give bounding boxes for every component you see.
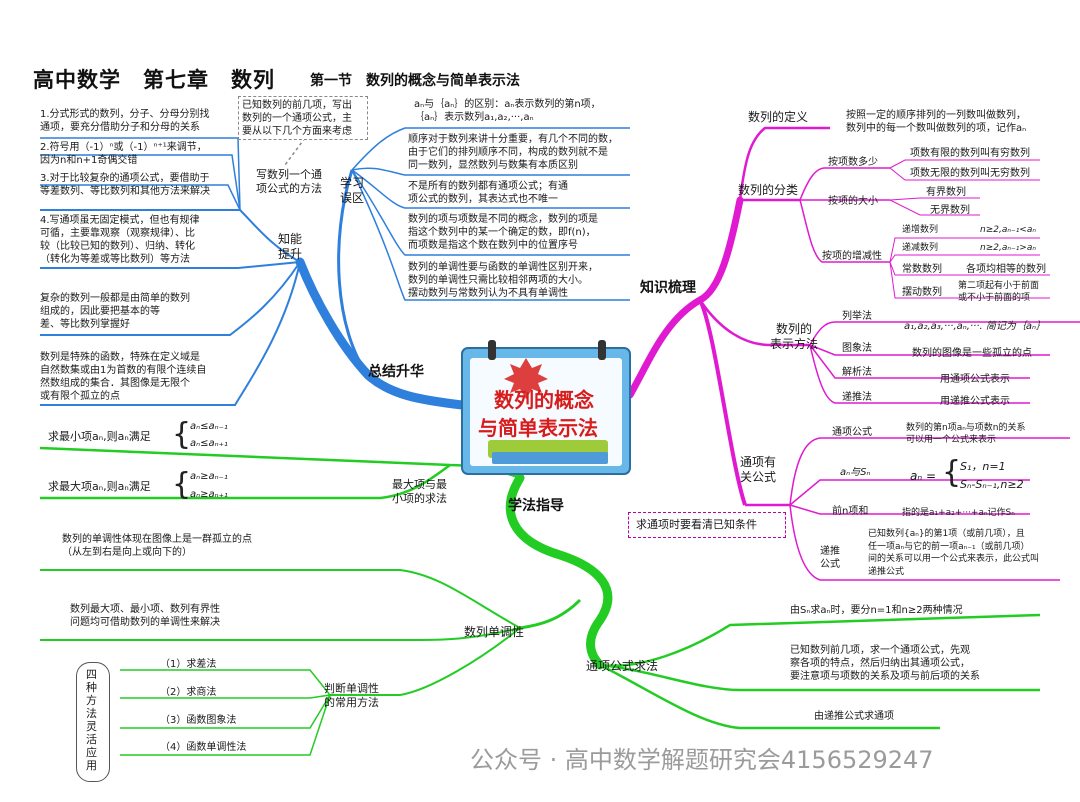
minmax-label: 最大项与最 小项的求法	[392, 478, 447, 505]
wuqu-item-2: 顺序对于数列来讲十分重要，有几个不同的数， 由于它们的排列顺序不同，构成的数列就…	[408, 134, 618, 171]
min-cond-2: aₙ≤aₙ₊₁	[190, 438, 228, 449]
max-cond-1: aₙ≥aₙ₋₁	[190, 471, 228, 482]
constant-desc: 各项均相等的数列	[966, 264, 1046, 275]
wuqu-item-4: 数列的项与项数是不同的概念，数列的项是 指这个数列中的某一个确定的数，即f(n)…	[408, 214, 598, 251]
constant-seq: 常数数列	[902, 264, 942, 275]
max-cond-2: aₙ≥aₙ₊₁	[190, 489, 228, 500]
unbounded-seq: 无界数列	[930, 205, 970, 216]
by-count-label: 按项数多少	[828, 157, 878, 168]
watermark: 公众号 · 高中数学解题研究会4156529247	[470, 746, 934, 774]
method-label: 写数列一个通 项公式的方法	[256, 168, 322, 195]
case2: Sₙ-Sₙ₋₁,n≥2	[960, 478, 1024, 491]
method-graph: （3）函数图象法	[160, 715, 237, 726]
rec-method: 递推 公式	[820, 546, 840, 570]
oscillating-seq: 摆动数列	[902, 287, 942, 298]
sum-desc: 指的是a₁+a₂+···+aₙ记作Sₙ	[902, 508, 1015, 518]
four-methods-text: 四种方法灵活应用	[86, 668, 97, 772]
note-text: 求通项时要看清已知条件	[636, 518, 757, 531]
branch-zongjie: 总结升华	[368, 364, 424, 380]
branch-xuexi: 学习 误区	[340, 176, 365, 205]
method-item-1: 1.分式形式的数列，分子、分母分别找 通项，要充分借助分子和分母的关系	[40, 109, 210, 133]
complex-sequence-note: 复杂的数列一般都是由简单的数列 组成的，因此要把基本的等 差、等比数列掌握好	[40, 293, 190, 330]
list-method: 列举法	[842, 311, 872, 322]
analytic-method: 解析法	[842, 367, 872, 378]
gen-solve-1: 由Sₙ求aₙ时，要分n=1和n≥2两种情况	[790, 605, 963, 616]
method-quot: （2）求商法	[160, 687, 217, 698]
callout-box	[238, 96, 368, 140]
max-text: 求最大项aₙ,则aₙ满足	[48, 480, 151, 493]
piecewise-brace: {	[942, 455, 962, 490]
mono-note-2: 数列最大项、最小项、数列有界性 问题均可借助数列的单调性来解决	[70, 604, 220, 628]
sum-method: 前n项和	[832, 506, 869, 517]
rep-label: 数列的 表示方法	[770, 322, 819, 351]
green-trunk	[505, 473, 613, 670]
blue-trunk-upper	[337, 169, 370, 376]
center-topic-card: 数列的概念 与简单表示法	[458, 340, 634, 478]
by-size-label: 按项的大小	[828, 196, 878, 207]
method-diff: （1）求差法	[160, 659, 217, 670]
wuqu-item-1: aₙ与｛aₙ｝的区别：aₙ表示数列的第n项， ｛aₙ｝表示数列a₁,a₂,···…	[414, 99, 601, 123]
center-title-line2: 与简单表示法	[478, 416, 598, 440]
gen-solve-3: 由递推公式求通项	[814, 711, 894, 722]
branch-xuefa: 学法指导	[508, 498, 564, 514]
section-subtitle: 第一节 数列的概念与简单表示法	[310, 73, 520, 89]
bounded-seq: 有界数列	[926, 187, 966, 198]
finite-seq: 项数有限的数列叫有穷数列	[910, 148, 1030, 159]
increasing-cond: n≥2,aₙ₋₁<aₙ	[980, 225, 1036, 235]
class-label: 数列的分类	[738, 183, 799, 197]
decreasing-seq: 递减数列	[902, 243, 939, 253]
list-desc: a₁,a₂,a₃,···,aₙ,···. 简记为｛aₙ｝	[904, 321, 1046, 332]
gen-label: 通项有 关公式	[740, 455, 777, 484]
decreasing-cond: n≥2,aₙ₋₁>aₙ	[980, 243, 1036, 253]
by-trend-label: 按项的增减性	[822, 251, 882, 262]
calendar-card-graphic	[461, 340, 631, 475]
judge-label: 判断单调性 的常用方法	[324, 682, 379, 709]
magenta-trunk	[626, 196, 744, 399]
method-item-3: 3.对于比较复杂的通项公式，要借助于 等差数列、等比数列和其他方法来解决	[40, 173, 210, 197]
analytic-desc: 用通项公式表示	[940, 374, 1010, 385]
gen-solve-2: 已知数列前几项，求一个通项公式，先观 察各项的特点，然后归纳出其通项公式， 要注…	[790, 645, 980, 682]
graph-desc: 数列的图像是一些孤立的点	[912, 348, 1032, 359]
callout-text: 已知数列的前几项，写出 数列的一个通项公式，主 要从以下几个方面来考虑	[242, 100, 352, 137]
rec-desc: 已知数列{aₙ}的第1项（或前几项），且 任一项aₙ与它的前一项aₙ₋₁（或前几…	[868, 529, 1040, 577]
method-item-2: 2.符号用（-1）ⁿ或（-1）ⁿ⁺¹来调节， 因为n和n+1奇偶交错	[40, 142, 207, 166]
increasing-seq: 递增数列	[902, 225, 939, 235]
branch-zhineng: 知能 提升	[278, 232, 303, 261]
mono-note-1: 数列的单调性体现在图像上是一群孤立的点 （从左到右是向上或向下的）	[62, 534, 252, 558]
wuqu-item-5: 数列的单调性要与函数的单调性区别开来， 数列的单调性只需比较相邻两项的大小。 摆…	[408, 262, 598, 299]
gen-formula-method: 通项公式	[832, 427, 872, 438]
oscillating-desc: 第二项起有小于前面 或不小于前面的项	[958, 281, 1040, 303]
recur-method: 递推法	[842, 392, 872, 403]
def-text: 按照一定的顺序排列的一列数叫做数列， 数列中的每一个数叫做数列的项，记作aₙ	[846, 110, 1027, 134]
recur-desc: 用递推公式表示	[940, 396, 1010, 407]
min-brace: {	[172, 417, 192, 452]
center-title-line1: 数列的概念	[494, 388, 594, 412]
note-box	[628, 512, 786, 538]
method-item-4: 4.写通项虽无固定模式，但也有规律 可循，主要靠观察（观察规律）、比 较（比较已…	[40, 215, 200, 265]
method-func: （4）函数单调性法	[160, 742, 247, 753]
min-cond-1: aₙ≤aₙ₋₁	[190, 421, 228, 432]
graph-method: 图象法	[842, 343, 872, 354]
max-brace: {	[172, 467, 192, 502]
special-function-note: 数列是特殊的函数，特殊在定义域是 自然数集或由1为首数的有限个连续自 然数组成的…	[40, 352, 207, 402]
an-eq: aₙ =	[910, 469, 937, 483]
wuqu-item-3: 不是所有的数列都有通项公式；有通 项公式的数列，其表达式也不唯一	[408, 181, 568, 205]
def-label: 数列的定义	[748, 110, 809, 124]
mono-label: 数列单调性	[464, 625, 525, 639]
four-methods-box	[76, 662, 110, 782]
infinite-seq: 项数无限的数列叫无穷数列	[910, 168, 1030, 179]
an-sn-label: aₙ与Sₙ	[840, 467, 871, 478]
gen-formula-desc: 数列的第n项aₙ与项数n的关系 可以用一个公式来表示	[906, 423, 1026, 445]
branch-zhishi: 知识梳理	[640, 280, 696, 296]
gen-solve-label: 通项公式求法	[586, 659, 659, 673]
page-title: 高中数学 第七章 数列	[33, 68, 275, 92]
min-text: 求最小项aₙ,则aₙ满足	[48, 430, 151, 443]
case1: S₁，n=1	[960, 460, 1006, 473]
